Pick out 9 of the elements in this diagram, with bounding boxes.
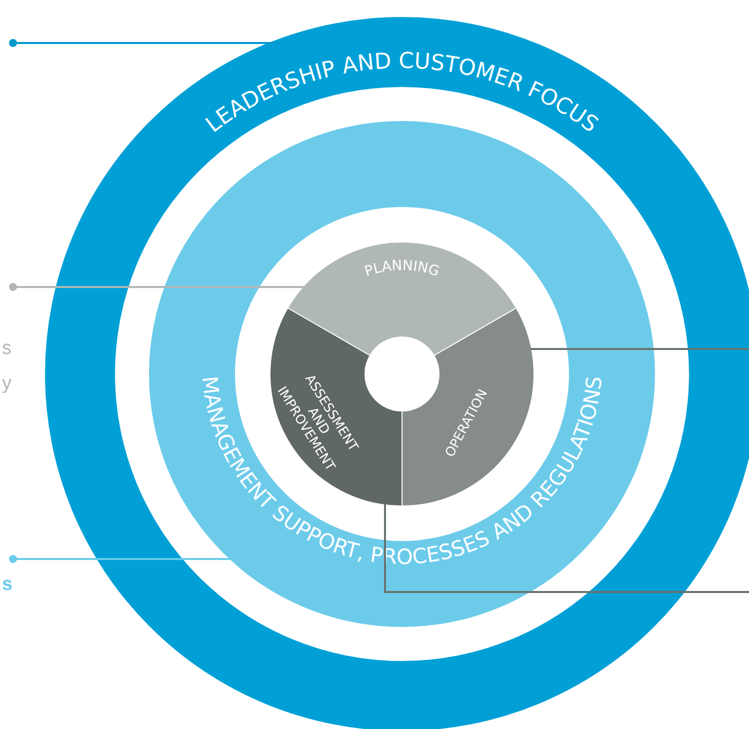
text-fragment: s — [2, 574, 13, 596]
leader-line — [530, 348, 749, 350]
segment-label: PLANNING — [362, 258, 442, 280]
pie-segment — [287, 242, 517, 356]
text-fragment: y — [2, 373, 12, 395]
leader-line — [9, 283, 304, 291]
leader-line — [9, 39, 284, 47]
text-fragment: s — [2, 338, 12, 360]
outer-ring — [45, 18, 749, 729]
